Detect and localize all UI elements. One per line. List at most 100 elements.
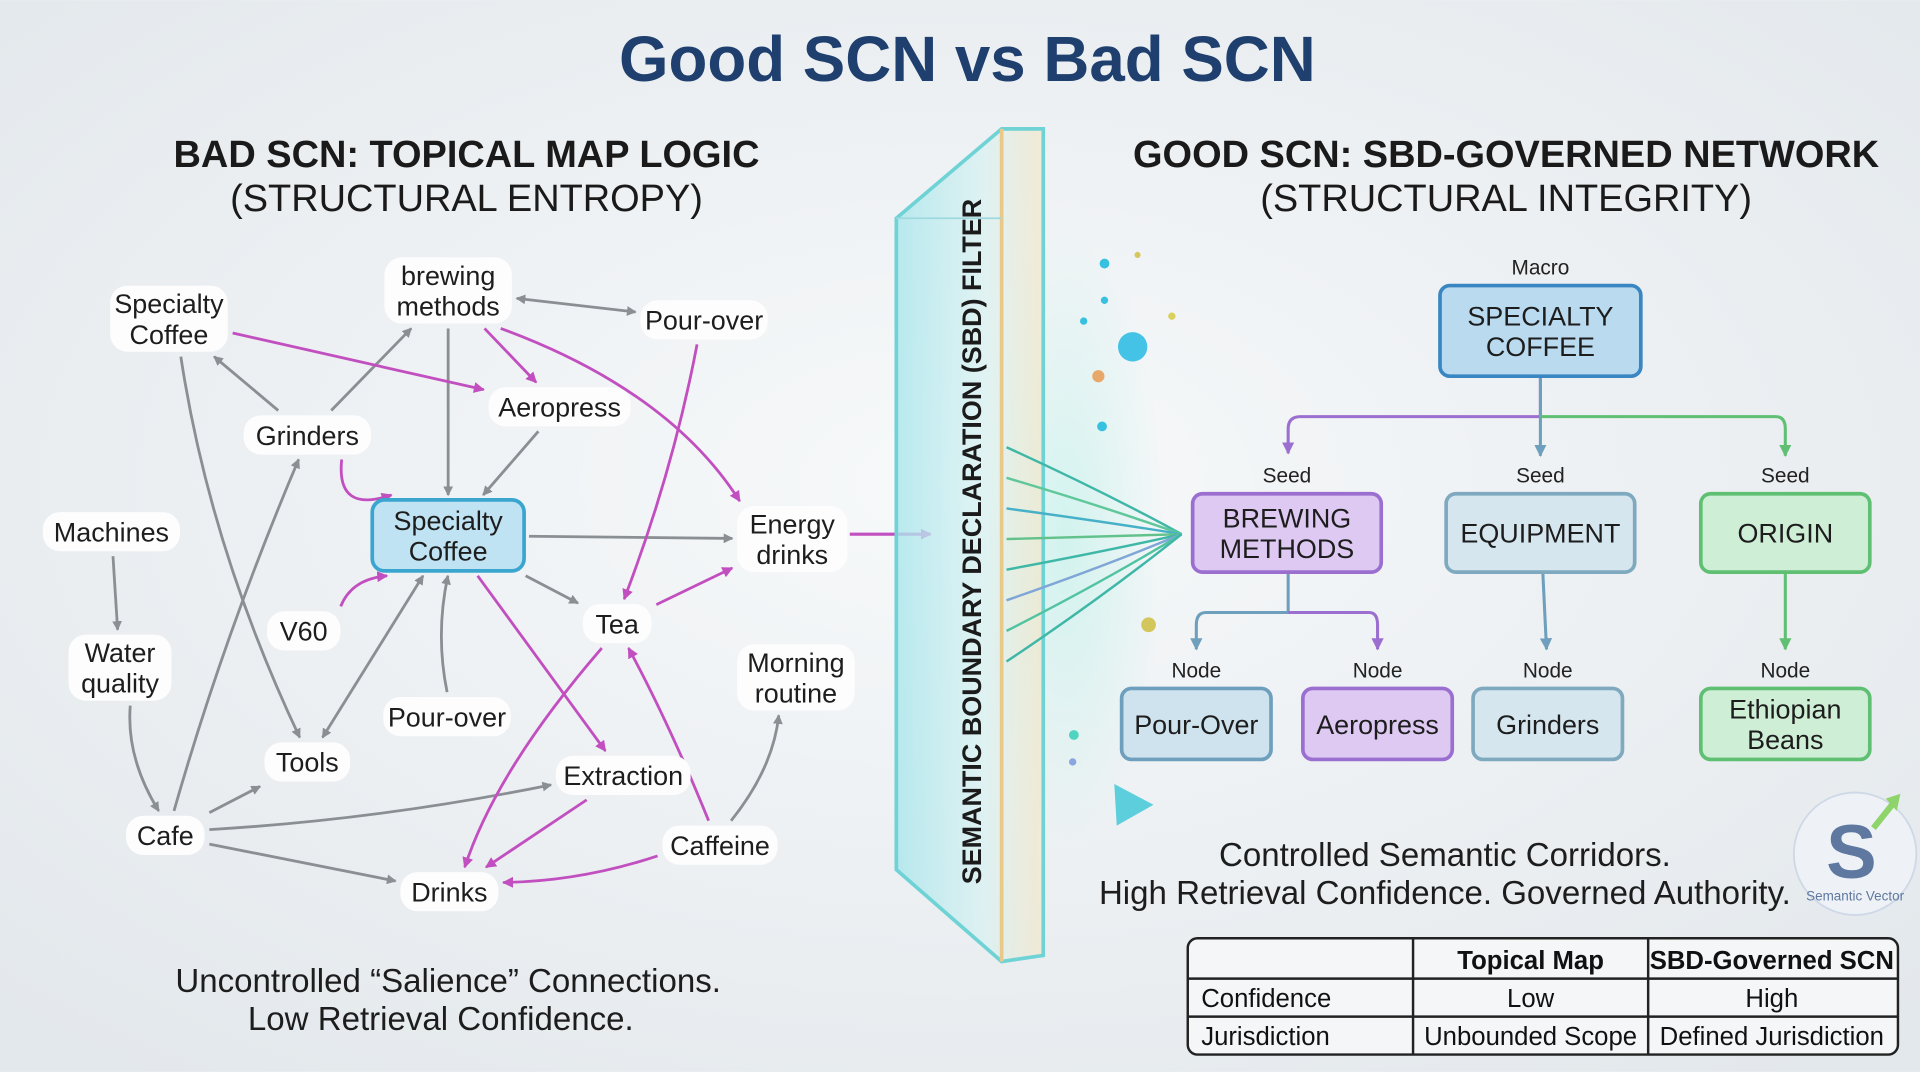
logo-arrow-icon	[1871, 801, 1896, 830]
node-caffeine[interactable]: Caffeine	[662, 825, 778, 865]
node-label: Drinks	[411, 878, 487, 908]
edge-grinders-to-sc_center	[339, 459, 393, 504]
filter-label: SEMANTIC BOUNDARY DECLARATION (SBD) FILT…	[957, 199, 987, 884]
node-tier-label: Node	[1760, 659, 1810, 682]
node-label: Coffee	[130, 320, 209, 350]
filter-ray	[1005, 533, 1183, 663]
edge-tea-to-energy	[655, 566, 734, 606]
node-label: Grinders	[1496, 710, 1599, 740]
table-header-sbd: SBD-Governed SCN	[1650, 947, 1894, 975]
filter-ray	[1006, 532, 1182, 571]
node-label: Grinders	[256, 421, 359, 451]
filter-output-rays	[1005, 446, 1183, 663]
node-box	[400, 872, 499, 912]
node-box	[737, 506, 848, 573]
page-title: Good SCN vs Bad SCN	[619, 24, 1316, 95]
node-box	[1119, 686, 1273, 762]
node-box	[1444, 491, 1637, 574]
edge-grinders-to-brewing	[330, 327, 413, 412]
node-label: Extraction	[563, 761, 683, 791]
node-label: Caffeine	[670, 831, 770, 861]
filter-ray	[1006, 476, 1183, 536]
node-label: Specialty	[394, 506, 504, 536]
node-label: V60	[280, 617, 328, 647]
right-subheading: (STRUCTURAL INTEGRITY)	[1260, 178, 1752, 220]
node-tools[interactable]: Tools	[264, 742, 351, 782]
logo: S Semantic Vector	[1792, 791, 1918, 916]
node-label: Specialty	[114, 289, 224, 319]
node-grinders[interactable]: Grinders	[243, 415, 372, 455]
comparison-table: Topical Map SBD-Governed SCN Confidence …	[1186, 937, 1900, 1056]
node-label: Pour-over	[388, 702, 506, 732]
node-tier-label: Node	[1523, 659, 1573, 682]
node-v60[interactable]: V60	[266, 611, 341, 651]
node-box	[68, 634, 172, 701]
node-box	[126, 815, 205, 855]
table-cell: Jurisdiction	[1201, 1023, 1330, 1051]
node-label: Machines	[54, 518, 169, 548]
node-label: ORIGIN	[1737, 519, 1833, 549]
node-machines[interactable]: Machines	[42, 512, 180, 552]
edge-sc_top-to-aeropress	[232, 331, 485, 393]
node-aeropress[interactable]: Aeropress	[488, 387, 631, 427]
edge-sc_center-to-tea	[524, 574, 580, 605]
node-box	[488, 387, 631, 427]
node-label: drinks	[756, 540, 828, 570]
node-pourover1[interactable]: Pour-over	[640, 300, 768, 340]
edge-pourover1-to-tea	[622, 344, 699, 601]
edge-cafe-to-drinks	[209, 842, 397, 885]
node-label: Morning	[747, 648, 844, 678]
node-drinks[interactable]: Drinks	[400, 872, 499, 912]
node-label: Pour-over	[645, 306, 763, 336]
right-heading: GOOD SCN: SBD-GOVERNED NETWORK	[1133, 134, 1880, 176]
node-label: Coffee	[409, 536, 488, 566]
node-box	[383, 697, 511, 737]
right-connectors	[1190, 377, 1792, 651]
logo-text: Semantic Vector	[1806, 888, 1904, 903]
node-pourover2[interactable]: Pour-over	[383, 697, 511, 737]
node-label: routine	[755, 679, 837, 709]
node-box	[662, 825, 778, 865]
node-label: Aeropress	[1316, 710, 1439, 740]
node-box	[555, 755, 691, 795]
table-cell: Unbounded Scope	[1424, 1023, 1637, 1051]
left-subheading: (STRUCTURAL ENTROPY)	[230, 178, 703, 220]
node-extraction[interactable]: Extraction	[555, 755, 691, 795]
node-tea[interactable]: Tea	[582, 603, 652, 644]
left-caption-line1: Uncontrolled “Salience” Connections.	[175, 963, 721, 1000]
node-label: Aeropress	[498, 393, 621, 423]
node-box	[1438, 283, 1643, 379]
filter-ray	[1006, 446, 1183, 536]
node-label: Pour-Over	[1134, 710, 1258, 740]
node-box	[266, 611, 341, 651]
node-label: Energy	[750, 510, 836, 540]
edge-machines-to-water	[111, 556, 122, 631]
edge-tea-to-drinks	[462, 647, 603, 869]
node-cafe[interactable]: Cafe	[126, 815, 205, 855]
node-label: quality	[81, 669, 159, 699]
edge-sc_top-to-tools	[179, 356, 301, 739]
node-label: Beans	[1747, 725, 1823, 755]
edge-aeropress-to-sc_center	[482, 430, 540, 496]
node-label: brewing	[401, 261, 495, 291]
node-label: Cafe	[137, 821, 194, 851]
edge-tools-to-sc_center	[321, 574, 425, 739]
edge-grinders-to-sc_top	[213, 355, 280, 412]
edge-v60-to-sc_center	[339, 571, 389, 607]
node-label: Tea	[595, 609, 638, 639]
